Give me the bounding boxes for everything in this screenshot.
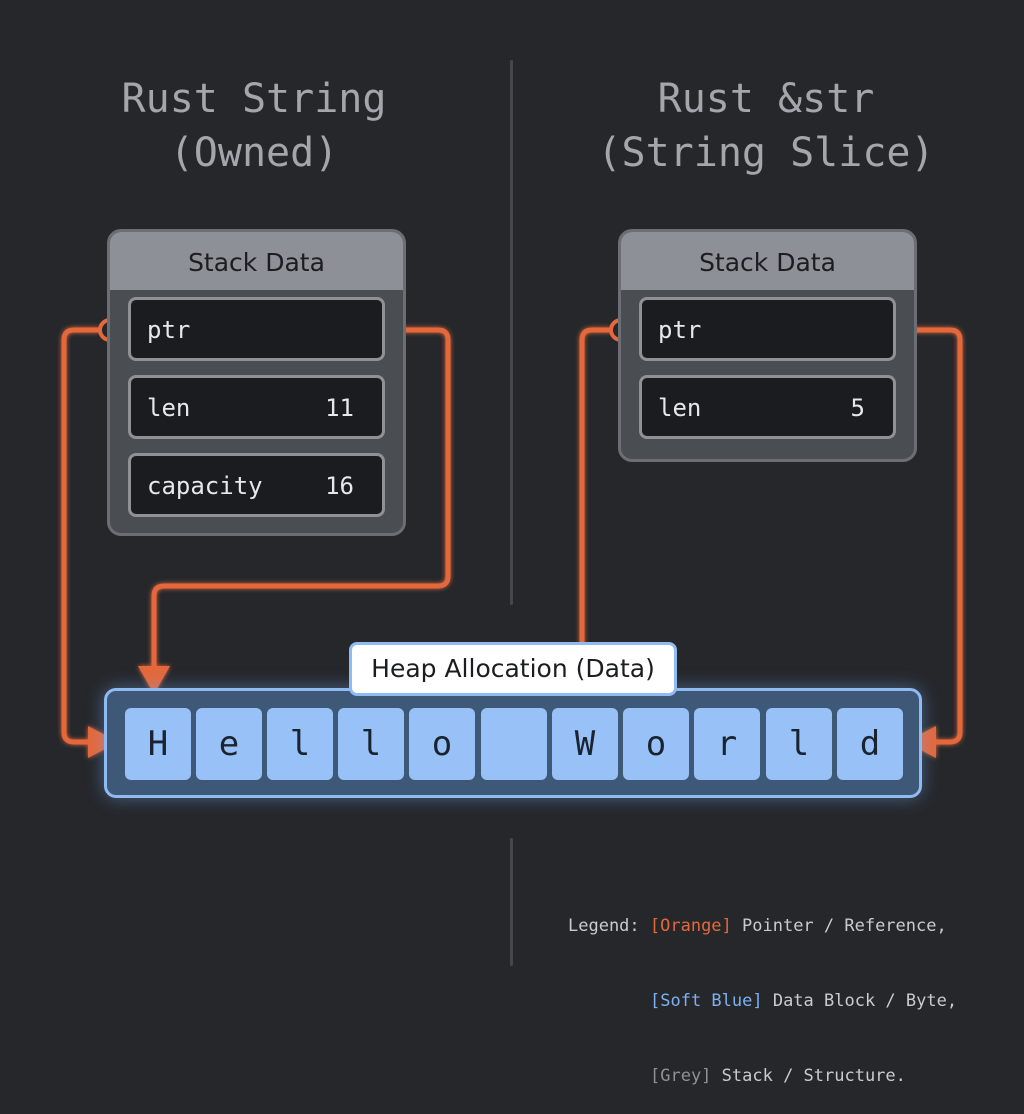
left-stack-header: Stack Data: [110, 232, 403, 290]
right-field-len-value: 5: [850, 394, 865, 422]
center-divider-top: [510, 60, 513, 605]
heap-allocation-block: H e l l o W o r l d: [104, 688, 922, 798]
heap-allocation-label: Heap Allocation (Data): [349, 642, 677, 696]
heap-byte: l: [766, 708, 832, 780]
right-wire-to-heap-end: [901, 327, 963, 745]
left-field-len-value: 11: [325, 394, 354, 422]
right-field-ptr-name: ptr: [658, 316, 702, 344]
legend-row-blue: [Soft Blue] Data Block / Byte,: [568, 989, 957, 1014]
left-top-heap-arrowhead: [138, 666, 170, 694]
legend-row-orange: Legend: [Orange] Pointer / Reference,: [568, 914, 957, 939]
left-field-capacity-value: 16: [325, 472, 354, 500]
heap-byte: r: [694, 708, 760, 780]
legend-grey-text: Stack / Structure.: [711, 1066, 906, 1086]
center-divider-bottom: [510, 838, 513, 966]
right-stack-header: Stack Data: [621, 232, 914, 290]
right-title-line1: Rust &str: [657, 76, 875, 122]
left-title: Rust String (Owned): [24, 72, 484, 180]
right-stack-box: Stack Data ptr len 5: [618, 229, 917, 462]
right-title: Rust &str (String Slice): [536, 72, 996, 180]
heap-byte: l: [338, 708, 404, 780]
left-field-ptr: ptr: [128, 297, 385, 361]
left-heap-arrowhead: [88, 726, 118, 758]
legend-blue-text: Data Block / Byte,: [762, 991, 958, 1011]
left-title-line2: (Owned): [169, 130, 339, 176]
heap-byte: l: [267, 708, 333, 780]
legend-orange-text: Pointer / Reference,: [731, 916, 947, 936]
left-field-ptr-name: ptr: [147, 316, 191, 344]
legend-blue-tag: [Soft Blue]: [650, 991, 763, 1011]
right-title-line2: (String Slice): [597, 130, 935, 176]
heap-byte: o: [623, 708, 689, 780]
left-title-line1: Rust String: [121, 76, 387, 122]
left-stack-box: Stack Data ptr len 11 capacity 16: [107, 229, 406, 536]
right-field-len: len 5: [639, 375, 896, 439]
heap-byte: [481, 708, 547, 780]
right-field-ptr: ptr: [639, 297, 896, 361]
left-field-capacity-name: capacity: [147, 472, 263, 500]
left-field-len-name: len: [147, 394, 191, 422]
left-field-len: len 11: [128, 375, 385, 439]
heap-byte: W: [552, 708, 618, 780]
right-wire-to-heap-label: [579, 327, 612, 645]
left-field-capacity: capacity 16: [128, 453, 385, 517]
legend: Legend: [Orange] Pointer / Reference, [S…: [568, 864, 957, 1114]
legend-grey-tag: [Grey]: [650, 1066, 712, 1086]
legend-prefix: Legend:: [568, 916, 650, 936]
heap-byte: H: [125, 708, 191, 780]
left-wire-to-heap-top: [151, 327, 451, 671]
left-wire-to-heap-start: [61, 327, 101, 745]
legend-orange-tag: [Orange]: [649, 916, 732, 936]
heap-byte: o: [409, 708, 475, 780]
legend-row-grey: [Grey] Stack / Structure.: [568, 1064, 957, 1089]
heap-byte: e: [196, 708, 262, 780]
heap-byte: d: [837, 708, 903, 780]
right-field-len-name: len: [658, 394, 702, 422]
